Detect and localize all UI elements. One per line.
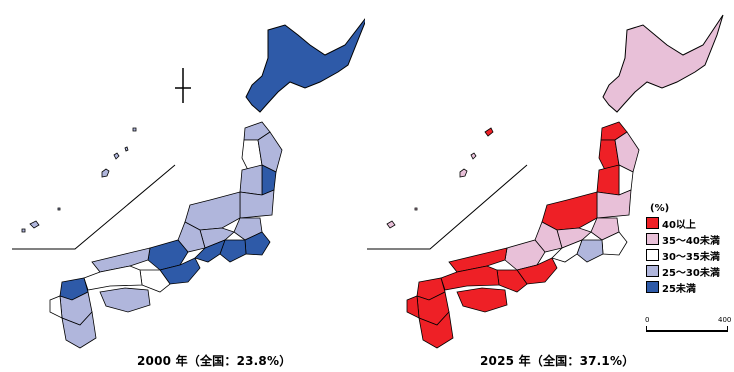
okinawa-inset-frame [12,164,176,250]
scale-tick [646,326,647,332]
legend-label: 35～40未満 [662,235,720,247]
legend-swatch [646,217,659,229]
scale-line [646,330,728,332]
region-chugoku [440,247,508,291]
region-kanto-chubu [177,191,271,263]
legend-label: 30～35未満 [662,251,720,263]
legend-item-3: 25～30未満 [646,263,720,279]
legend-item-0: 40以上 [646,215,720,231]
region-shikoku [456,287,508,313]
legend-item-2: 30～35未満 [646,247,720,263]
region-kyushu [406,277,454,349]
region-hokkaido [245,18,365,113]
okinawa-islands [21,127,137,233]
legend-item-1: 35～40未満 [646,231,720,247]
legend-swatch [646,233,659,245]
scale-bar: 0 400 [645,316,731,341]
region-tohoku [239,121,283,219]
region-kanto-chubu [534,191,628,263]
region-kinki [139,239,201,293]
legend-label: 25～30未満 [662,267,720,279]
region-hokkaido [602,14,724,113]
legend-label: 40以上 [662,219,696,231]
scale-tick [727,326,728,332]
region-chugoku [83,247,151,291]
scale-end-label: 400 [718,316,732,324]
map-2025: 2025 年（全国：37.1%） [365,0,734,372]
okinawa-inset-frame [367,164,528,250]
region-shikoku [99,287,151,313]
legend-unit: (%) [650,203,670,214]
islands-marker [175,68,191,103]
okinawa-islands [386,127,494,229]
map-2000: 2000 年（全国：23.8%） [0,0,365,372]
legend: (%) 40以上 35～40未満 30～35未満 25～30未満 25未満 [646,203,720,295]
legend-swatch [646,281,659,293]
legend-swatch [646,249,659,261]
scale-start-label: 0 [645,316,650,324]
caption-2025: 2025 年（全国：37.1%） [480,354,635,368]
legend-swatch [646,265,659,277]
region-tohoku [596,121,640,219]
legend-item-4: 25未満 [646,279,720,295]
region-kyushu [49,277,97,349]
legend-label: 25未満 [662,283,696,295]
caption-2000: 2000 年（全国：23.8%） [137,354,292,368]
